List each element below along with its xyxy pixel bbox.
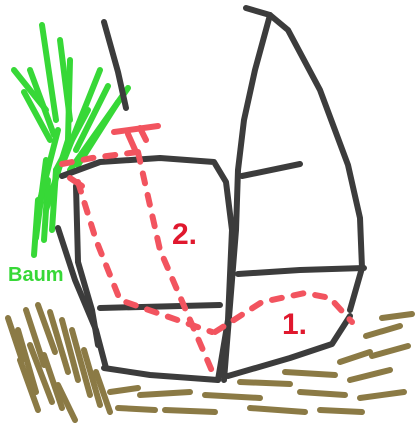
- route-2-label: 2.: [172, 218, 197, 251]
- route-1-label: 1.: [282, 308, 307, 341]
- tree-label: Baum: [8, 264, 64, 286]
